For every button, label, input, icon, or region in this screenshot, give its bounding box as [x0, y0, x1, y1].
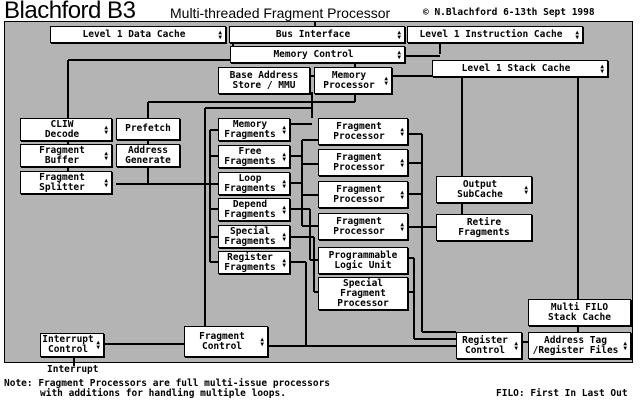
memory-processor-block: Memory Processor ▲▼ — [314, 67, 392, 94]
retire-fragments-block: Retire Fragments — [436, 214, 532, 241]
address-generate-block: Address Generate — [116, 144, 180, 167]
output-subcache-block: Output SubCache ▲▼ — [436, 176, 532, 203]
fragment-processor-2-block: Fragment Processor ▲▼ — [318, 149, 408, 176]
prefetch-block: Prefetch — [116, 118, 180, 140]
updown-arrows-icon: ▲▼ — [104, 149, 108, 162]
depend-fragments-block: Depend Fragments ▲▼ — [218, 198, 290, 221]
level1-data-cache-block: Level 1 Data Cache ▲▼ — [50, 26, 226, 43]
diagram-title: Blachford B3 — [4, 0, 136, 24]
programmable-logic-unit-block: Programmable Logic Unit — [318, 247, 408, 274]
updown-arrows-icon: ▲▼ — [397, 48, 401, 61]
multi-filo-stack-cache-block: Multi FILO Stack Cache — [528, 299, 631, 326]
diagram-subtitle: Multi-threaded Fragment Processor — [170, 5, 391, 21]
updown-arrows-icon: ▲▼ — [282, 123, 286, 136]
fragment-buffer-block: Fragment Buffer ▲▼ — [20, 144, 112, 167]
updown-arrows-icon: ▲▼ — [400, 156, 404, 169]
memory-control-block: Memory Control ▲▼ — [230, 46, 405, 63]
updown-arrows-icon: ▲▼ — [260, 335, 264, 348]
special-fragments-block: Special Fragments ▲▼ — [218, 225, 290, 248]
updown-arrows-icon: ▲▼ — [575, 28, 579, 41]
loop-fragments-block: Loop Fragments ▲▼ — [218, 172, 290, 195]
interrupt-control-block: Interrupt Control ▲▼ — [40, 333, 104, 357]
updown-arrows-icon: ▲▼ — [282, 203, 286, 216]
interrupt-label: Interrupt — [47, 364, 99, 375]
special-fragment-processor-block: Special Fragment Processor — [318, 277, 408, 310]
updown-arrows-icon: ▲▼ — [524, 183, 528, 196]
fragment-control-block: Fragment Control ▲▼ — [184, 326, 268, 357]
updown-arrows-icon: ▲▼ — [282, 150, 286, 163]
updown-arrows-icon: ▲▼ — [400, 125, 404, 138]
updown-arrows-icon: ▲▼ — [218, 28, 222, 41]
updown-arrows-icon: ▲▼ — [400, 220, 404, 233]
bus-interface-block: Bus Interface ▲▼ — [229, 26, 405, 43]
updown-arrows-icon: ▲▼ — [282, 256, 286, 269]
memory-fragments-block: Memory Fragments ▲▼ — [218, 118, 290, 141]
updown-arrows-icon: ▲▼ — [282, 230, 286, 243]
updown-arrows-icon: ▲▼ — [397, 28, 401, 41]
footer-note-line2: with additions for handling multiple loo… — [40, 388, 286, 399]
author-credit: © N.Blachford 6-13th Sept 1998 — [423, 7, 595, 18]
updown-arrows-icon: ▲▼ — [623, 339, 627, 352]
updown-arrows-icon: ▲▼ — [600, 62, 604, 75]
free-fragments-block: Free Fragments ▲▼ — [218, 145, 290, 168]
level1-instruction-cache-block: Level 1 Instruction Cache ▲▼ — [407, 26, 583, 43]
cliw-decode-block: CLIW Decode ▲▼ — [20, 118, 112, 141]
updown-arrows-icon: ▲▼ — [400, 188, 404, 201]
base-address-block: Base Address Store / MMU — [218, 67, 310, 94]
level1-stack-cache-block: Level 1 Stack Cache ▲▼ — [432, 60, 608, 77]
updown-arrows-icon: ▲▼ — [282, 177, 286, 190]
updown-arrows-icon: ▲▼ — [514, 339, 518, 352]
register-control-block: Register Control ▲▼ — [456, 332, 522, 359]
fragment-processor-4-block: Fragment Processor ▲▼ — [318, 213, 408, 240]
fragment-splitter-block: Fragment Splitter ▲▼ — [20, 171, 112, 194]
fragment-processor-3-block: Fragment Processor ▲▼ — [318, 181, 408, 208]
updown-arrows-icon: ▲▼ — [384, 74, 388, 87]
register-fragments-block: Register Fragments ▲▼ — [218, 251, 290, 274]
updown-arrows-icon: ▲▼ — [104, 176, 108, 189]
filo-note: FILO: First In Last Out — [496, 388, 628, 399]
fragment-processor-1-block: Fragment Processor ▲▼ — [318, 118, 408, 145]
updown-arrows-icon: ▲▼ — [96, 339, 100, 351]
updown-arrows-icon: ▲▼ — [104, 123, 108, 136]
address-tag-register-files-block: Address Tag /Register Files ▲▼ — [528, 332, 631, 359]
footer-note-line1: Note: Fragment Processors are full multi… — [4, 378, 331, 389]
